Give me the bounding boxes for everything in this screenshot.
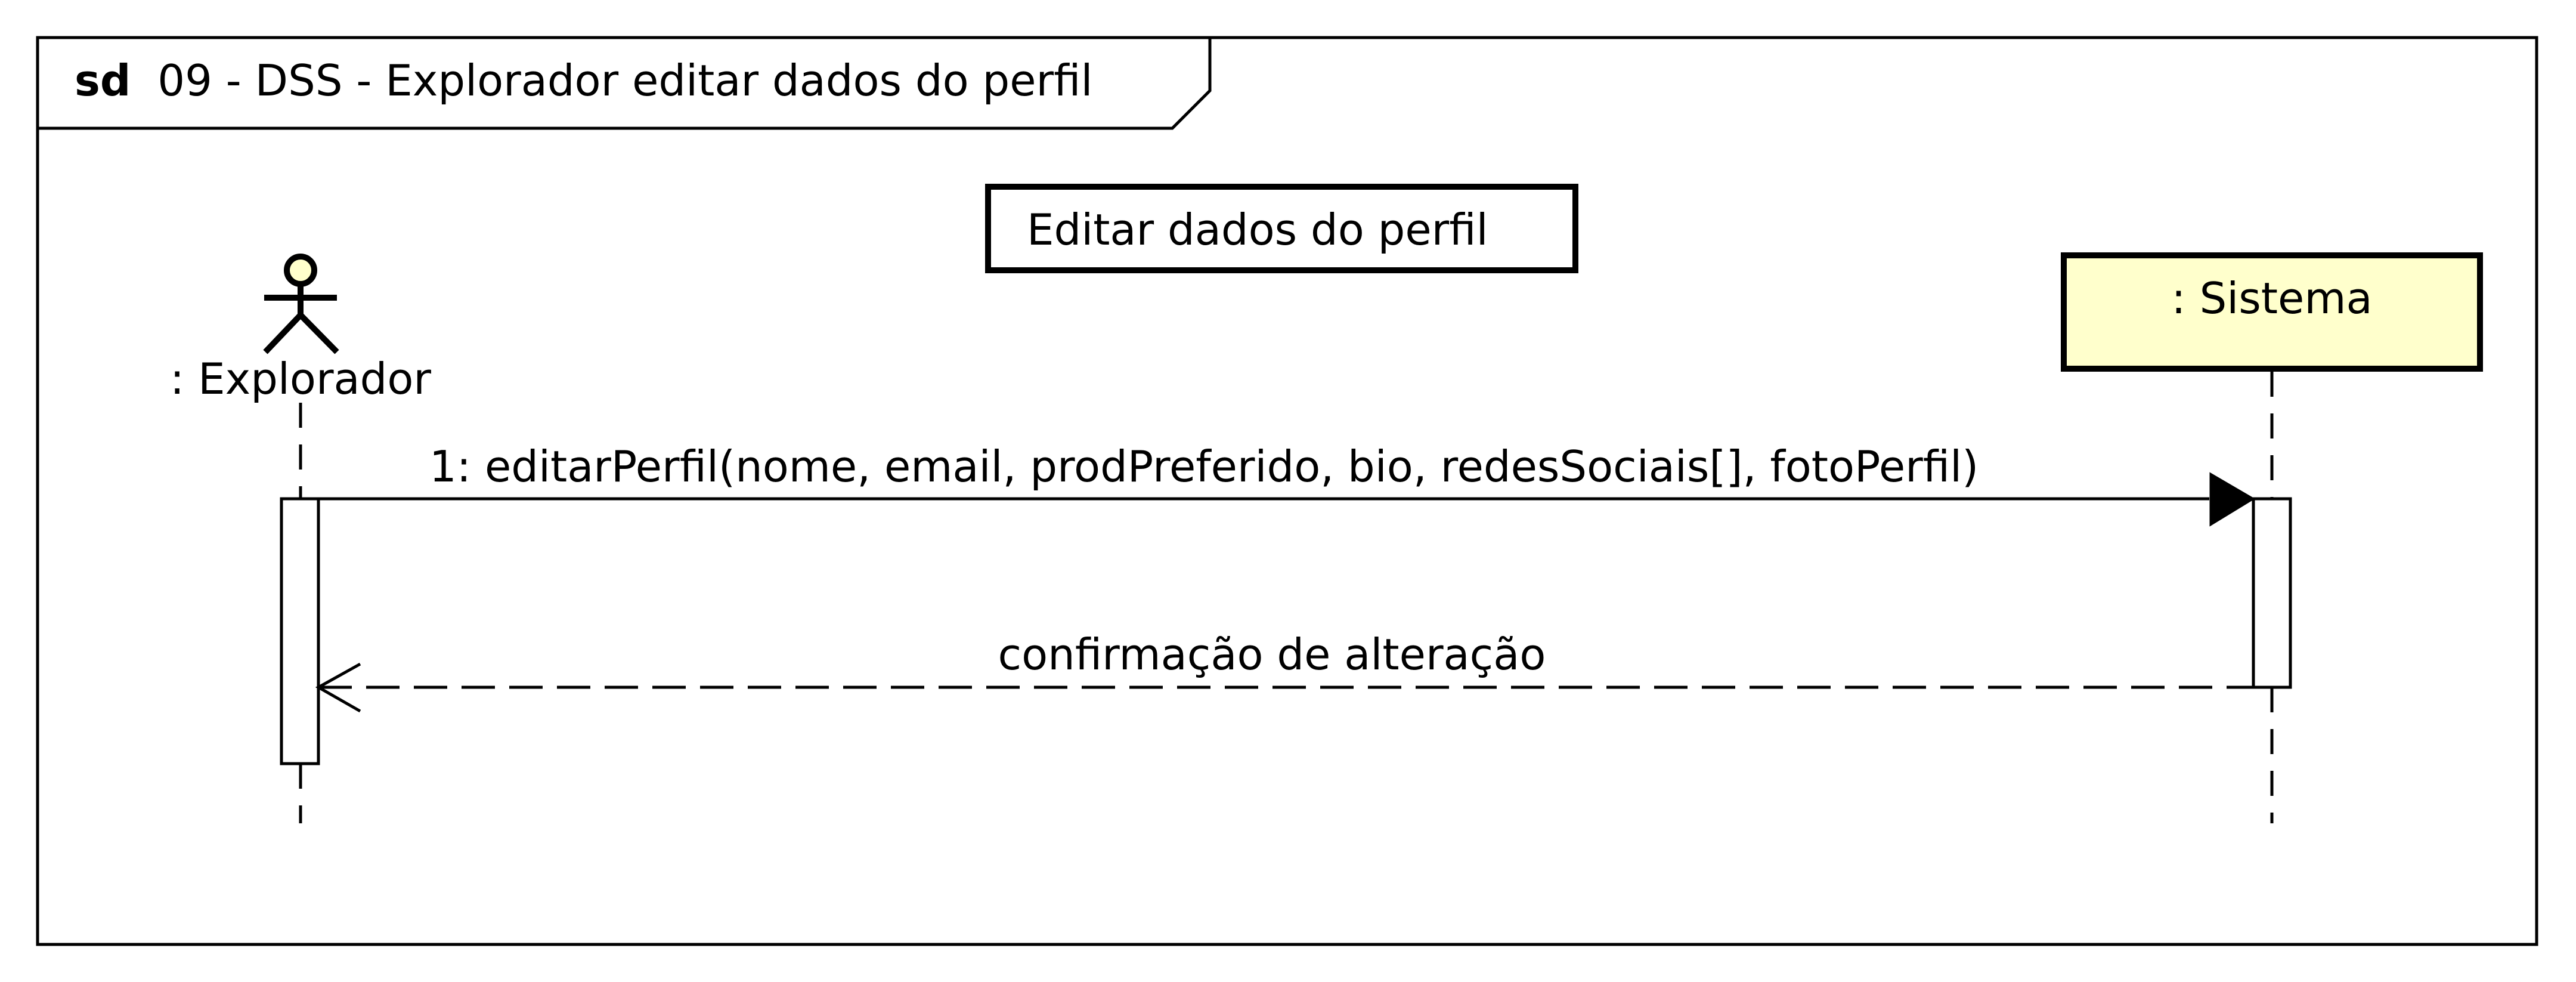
system-lifeline-box — [2061, 252, 2483, 372]
actor-label: : Explorador — [170, 354, 431, 404]
system-label: : Sistema — [2171, 273, 2372, 323]
reply-message-label: confirmação de alteração — [998, 629, 1546, 680]
frame-title-text: 09 - DSS - Explorador editar dados do pe… — [157, 55, 1092, 106]
use-case-box — [985, 184, 1578, 273]
actor-head — [284, 254, 317, 287]
frame-border — [36, 36, 2538, 946]
system-activation-bar — [2252, 497, 2292, 689]
frame-title-tab — [38, 38, 1212, 130]
actor-icon — [263, 254, 339, 354]
call-arrowhead — [2209, 472, 2255, 527]
reply-arrowhead — [315, 662, 361, 713]
actor-activation-bar — [280, 497, 320, 765]
frame-keyword: sd — [75, 55, 131, 106]
use-case-label: Editar dados do perfil — [1027, 205, 1488, 255]
call-message-label: 1: editarPerfil(nome, email, prodPreferi… — [429, 441, 1979, 492]
frame-title: sd 09 - DSS - Explorador editar dados do… — [75, 55, 1093, 106]
